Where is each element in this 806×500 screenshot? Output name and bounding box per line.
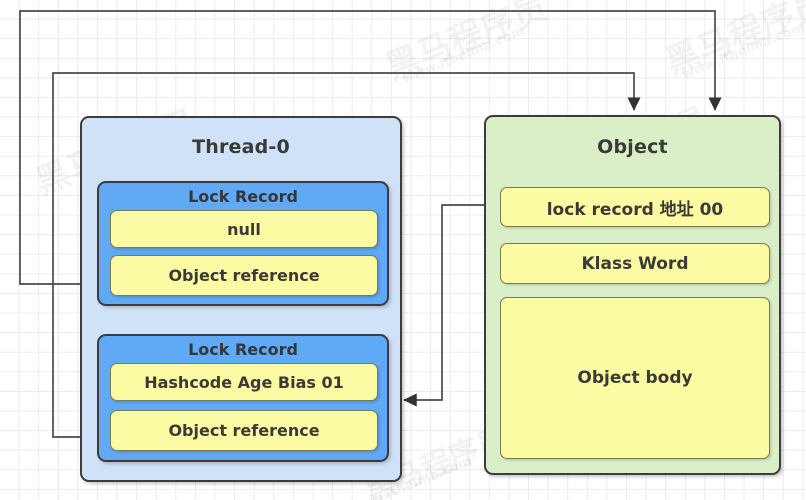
object-title: Object xyxy=(597,136,668,158)
watermark-text: 黑马程序员 xyxy=(380,0,553,89)
wire-markword-to-lockrecord xyxy=(403,204,485,407)
lock-record-1-slot-object-reference[interactable]: Object reference xyxy=(110,255,378,296)
thread-title: Thread-0 xyxy=(192,136,290,158)
lock-record-1-slot-displaced-header[interactable]: null xyxy=(110,210,378,248)
watermark-text: www.itheima.com xyxy=(679,20,806,83)
watermark-text: www.itheima.com xyxy=(399,24,527,87)
thread-panel[interactable]: Thread-0 Lock Record null Object referen… xyxy=(80,116,402,482)
lock-record-2[interactable]: Lock Record Hashcode Age Bias 01 Object … xyxy=(97,334,389,462)
lock-record-2-slot-object-reference[interactable]: Object reference xyxy=(110,410,378,451)
object-field-object-body[interactable]: Object body xyxy=(500,297,770,459)
lock-record-1-title: Lock Record xyxy=(188,187,298,206)
object-panel[interactable]: Object lock record 地址 00 Klass Word Obje… xyxy=(484,115,781,475)
object-field-klass-word[interactable]: Klass Word xyxy=(500,243,770,284)
object-field-mark-word[interactable]: lock record 地址 00 xyxy=(500,187,770,227)
lock-record-2-title: Lock Record xyxy=(188,340,298,359)
lock-record-2-slot-mark-word[interactable]: Hashcode Age Bias 01 xyxy=(110,363,378,401)
watermark-text: 黑马程序员 xyxy=(660,0,806,84)
lock-record-1[interactable]: Lock Record null Object reference xyxy=(97,181,389,306)
